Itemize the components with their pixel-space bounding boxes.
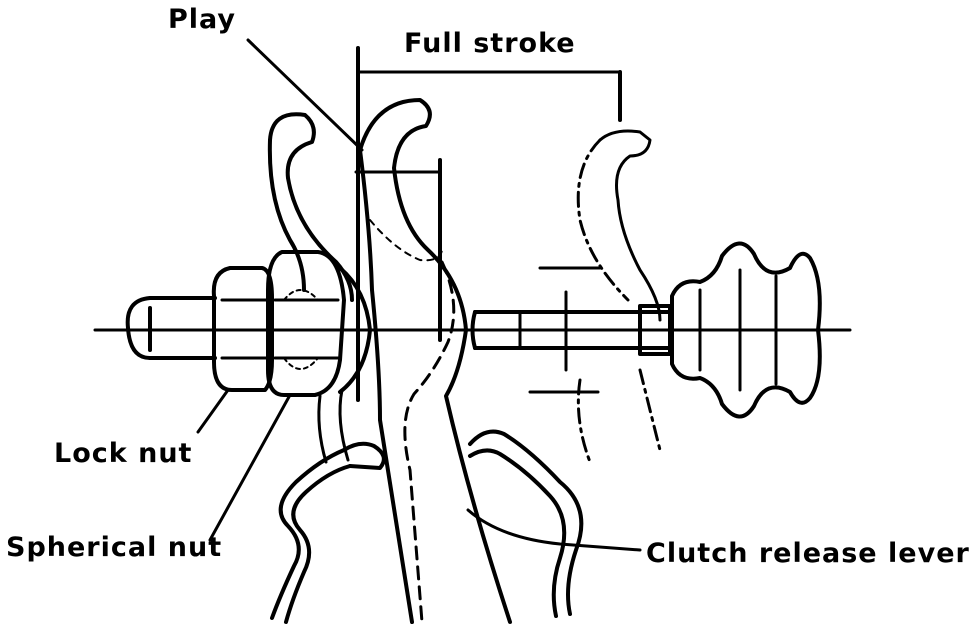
spherical-nut	[268, 252, 370, 395]
clutch-release-lever-disengaged	[578, 131, 660, 462]
lock-nut	[214, 268, 272, 390]
dimension-ticks	[530, 268, 600, 392]
play-leader-line	[248, 40, 362, 150]
clevis-bracket	[272, 390, 581, 622]
clutch-release-lever-engaged	[270, 100, 510, 622]
leader-lines	[198, 390, 640, 550]
rubber-boot	[672, 243, 820, 416]
lock-nut-label: Lock nut	[54, 438, 193, 469]
stroke-dimensions	[248, 40, 620, 400]
clutch-release-lever-label: Clutch release lever	[646, 538, 970, 569]
threaded-rod	[128, 298, 672, 358]
spherical-nut-label: Spherical nut	[6, 532, 223, 563]
full-stroke-label: Full stroke	[404, 28, 576, 59]
play-label: Play	[168, 4, 237, 35]
